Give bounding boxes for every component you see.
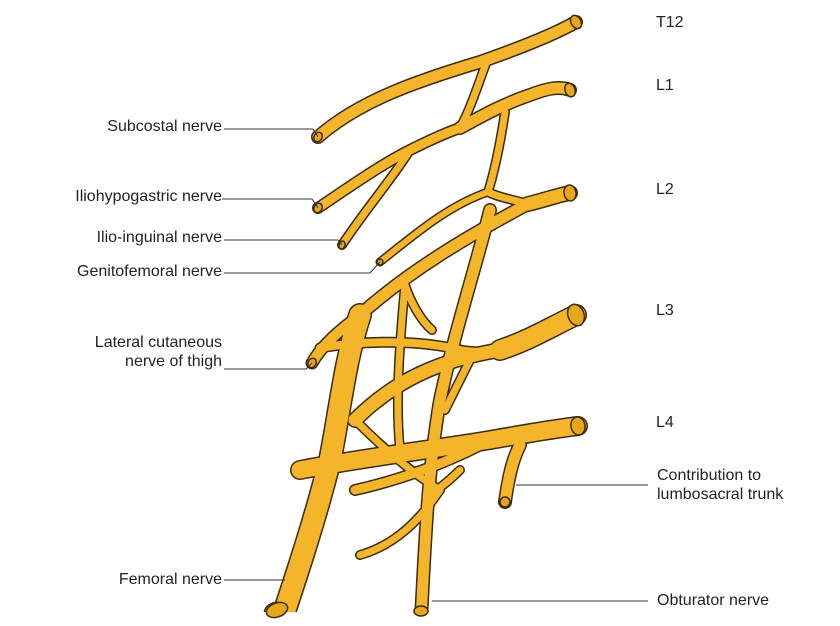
label-lateral-cutaneous-line2: nerve of thigh xyxy=(95,352,222,371)
root-label-l4: L4 xyxy=(656,413,674,432)
label-iliohypogastric-nerve: Iliohypogastric nerve xyxy=(75,187,222,206)
nerve-branches xyxy=(262,13,587,626)
label-subcostal-nerve: Subcostal nerve xyxy=(107,117,222,136)
iliohypogastric-leader xyxy=(222,199,318,208)
ilioinguinal-leader xyxy=(224,240,342,245)
root-label-l1: L1 xyxy=(656,76,674,95)
label-ilioinguinal-nerve: Ilio-inguinal nerve xyxy=(97,228,222,247)
label-genitofemoral-nerve: Genitofemoral nerve xyxy=(77,262,222,281)
root-label-t12: T12 xyxy=(656,13,684,32)
label-lateral-cutaneous-line1: Lateral cutaneous xyxy=(95,333,222,352)
label-contribution-line2: lumbosacral trunk xyxy=(657,485,783,504)
subcostal-leader xyxy=(224,129,318,137)
label-lumbosacral-contribution: Contribution to lumbosacral trunk xyxy=(657,466,783,504)
root-label-l3: L3 xyxy=(656,301,674,320)
label-femoral-nerve: Femoral nerve xyxy=(119,570,222,589)
label-lateral-cutaneous-nerve: Lateral cutaneous nerve of thigh xyxy=(95,333,222,371)
root-label-l2: L2 xyxy=(656,180,674,199)
lateral-cutaneous-leader xyxy=(224,363,312,369)
label-obturator-nerve: Obturator nerve xyxy=(657,591,769,610)
genitofemoral-leader xyxy=(224,262,380,273)
label-contribution-line1: Contribution to xyxy=(657,466,783,485)
